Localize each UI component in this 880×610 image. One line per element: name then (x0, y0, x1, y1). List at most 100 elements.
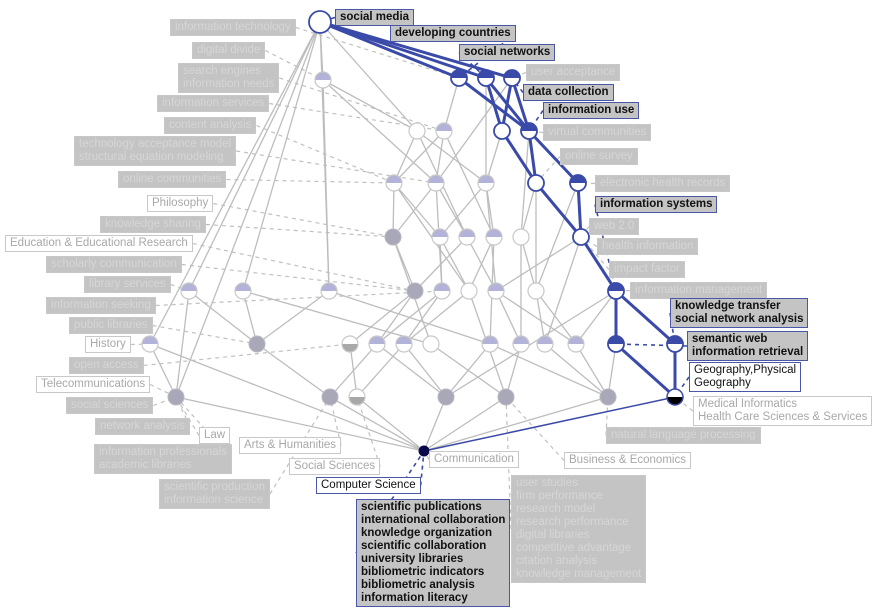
lattice-node[interactable] (477, 69, 495, 87)
lattice-node[interactable] (666, 388, 684, 406)
lattice-node[interactable] (321, 388, 339, 406)
lattice-node[interactable] (512, 228, 530, 246)
label-text: natural language processing (611, 429, 756, 441)
label-education-research[interactable]: Education & Educational Research (5, 235, 193, 252)
lattice-node[interactable] (406, 282, 424, 300)
lattice-node[interactable] (458, 228, 476, 246)
lattice-node[interactable] (385, 174, 403, 192)
label-text: knowledge sharing (105, 218, 201, 230)
lattice-node[interactable] (599, 388, 617, 406)
lattice-node[interactable] (520, 122, 538, 140)
label-information-systems[interactable]: information systems (595, 196, 718, 213)
lattice-node[interactable] (607, 282, 625, 300)
lattice-node[interactable] (607, 335, 625, 353)
lattice-node[interactable] (435, 122, 453, 140)
lattice-node[interactable] (408, 122, 426, 140)
label-information-management[interactable]: information management (630, 282, 768, 299)
label-online-survey[interactable]: online survey (560, 148, 638, 165)
lattice-node[interactable] (512, 335, 530, 353)
label-communication[interactable]: Communication (429, 451, 519, 468)
lattice-node[interactable] (384, 228, 402, 246)
label-health-information[interactable]: health information (597, 238, 699, 255)
lattice-node[interactable] (422, 335, 440, 353)
lattice-node[interactable] (487, 282, 505, 300)
label-web-2-0[interactable]: web 2.0 (589, 218, 640, 235)
label-electronic-health-records[interactable]: electronic health records (595, 175, 731, 192)
lattice-node[interactable] (493, 122, 511, 140)
lattice-node[interactable] (320, 282, 338, 300)
label-public-libraries[interactable]: public libraries (69, 317, 153, 334)
label-law[interactable]: Law (199, 427, 231, 444)
lattice-node[interactable] (503, 69, 521, 87)
label-information-technology[interactable]: information technology (170, 19, 296, 36)
lattice-node[interactable] (248, 335, 266, 353)
lattice-node[interactable] (572, 228, 590, 246)
lattice-node[interactable] (527, 174, 545, 192)
label-scholarly-communication[interactable]: scholarly communication (46, 256, 182, 273)
label-open-access[interactable]: open access (69, 357, 144, 374)
lattice-node[interactable] (167, 388, 185, 406)
label-social-media[interactable]: social media (335, 9, 415, 26)
lattice-node[interactable] (485, 228, 503, 246)
label-user-acceptance[interactable]: user acceptance (526, 64, 621, 81)
lattice-node[interactable] (308, 10, 332, 34)
lattice-node[interactable] (418, 445, 430, 457)
lattice-node[interactable] (234, 282, 252, 300)
label-information-services[interactable]: information services (157, 95, 270, 112)
label-developing-countries[interactable]: developing countries (390, 25, 516, 42)
lattice-node[interactable] (431, 228, 449, 246)
lattice-node[interactable] (460, 282, 478, 300)
label-digital-divide[interactable]: digital divide (192, 42, 266, 59)
label-telecommunications[interactable]: Telecommunications (36, 376, 151, 393)
lattice-node[interactable] (141, 335, 159, 353)
label-social-sciences-obj[interactable]: Social Sciences (289, 458, 381, 475)
label-arts-humanities[interactable]: Arts & Humanities (239, 437, 342, 454)
label-data-collection[interactable]: data collection (523, 84, 614, 101)
lattice-node[interactable] (437, 388, 455, 406)
lattice-node[interactable] (567, 335, 585, 353)
lattice-node[interactable] (348, 388, 366, 406)
label-computer-science[interactable]: Computer Science (316, 477, 421, 494)
lattice-node[interactable] (368, 335, 386, 353)
label-impact-factor[interactable]: impact factor (609, 261, 685, 278)
label-knowledge-sharing[interactable]: knowledge sharing (100, 216, 206, 233)
lattice-node[interactable] (341, 335, 359, 353)
label-business-economics[interactable]: Business & Economics (564, 452, 691, 469)
label-social-sciences-attr[interactable]: social sciences (66, 397, 154, 414)
lattice-node[interactable] (427, 174, 445, 192)
label-information-seeking[interactable]: information seeking (46, 297, 156, 314)
lattice-node[interactable] (666, 335, 684, 353)
lattice-node[interactable] (527, 282, 545, 300)
lattice-node[interactable] (314, 71, 332, 89)
label-history[interactable]: History (85, 336, 131, 353)
label-philosophy[interactable]: Philosophy (147, 195, 214, 212)
lattice-node[interactable] (450, 69, 468, 87)
label-information-use[interactable]: information use (543, 102, 640, 119)
label-network-analysis[interactable]: network analysis (95, 418, 191, 435)
label-content-analysis[interactable]: content analysis (164, 117, 257, 134)
label-natural-language-processing[interactable]: natural language processing (606, 427, 761, 444)
label-online-communities[interactable]: online communities (118, 171, 227, 188)
lattice-node[interactable] (536, 335, 554, 353)
lattice-node[interactable] (497, 388, 515, 406)
label-virtual-communities[interactable]: virtual communities (543, 124, 652, 141)
lattice-node[interactable] (180, 282, 198, 300)
lattice-node[interactable] (569, 174, 587, 192)
label-social-networks[interactable]: social networks (459, 44, 556, 61)
label-library-services[interactable]: library services (84, 276, 171, 293)
label-text: electronic health records (600, 177, 726, 189)
lattice-node[interactable] (433, 282, 451, 300)
lattice-node[interactable] (477, 174, 495, 192)
lattice-node[interactable] (395, 335, 413, 353)
lattice-node[interactable] (481, 335, 499, 353)
